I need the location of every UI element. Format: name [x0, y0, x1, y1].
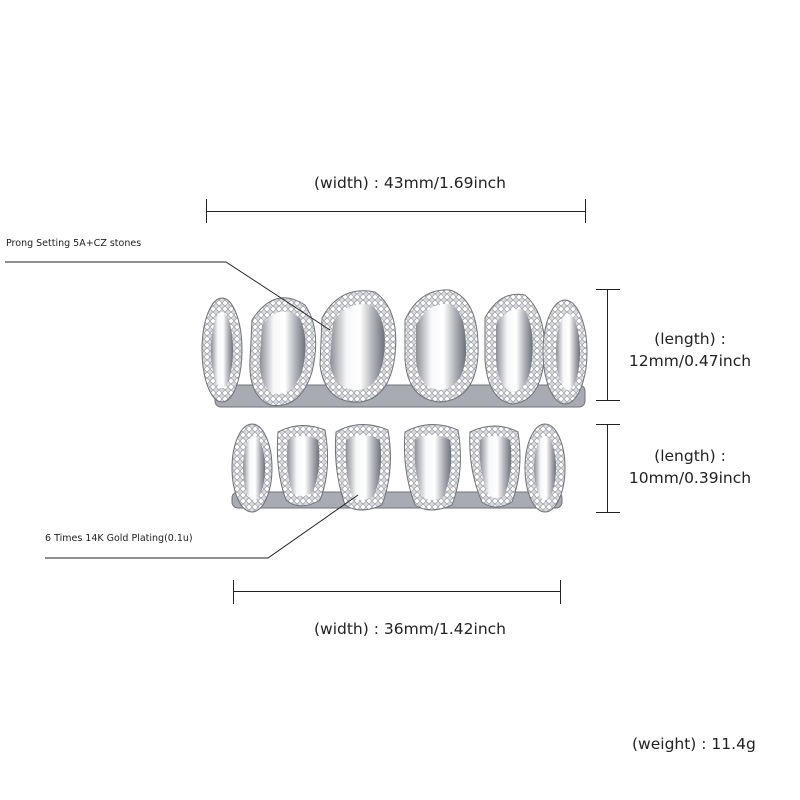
upper-tooth — [319, 290, 397, 403]
upper-tooth — [542, 299, 588, 405]
top-width-line — [206, 211, 586, 212]
lower-tooth — [334, 424, 391, 511]
lower-tooth — [231, 423, 273, 513]
bottom-width-cap-right — [560, 580, 561, 604]
lower-length-cap-bottom — [596, 512, 620, 513]
top-width-cap-left — [206, 199, 207, 223]
weight-label: (weight) : 11.4g — [632, 735, 756, 753]
prong-setting-leader — [5, 261, 331, 331]
upper-length-line — [607, 289, 608, 401]
upper-tooth — [249, 297, 317, 407]
top-width-label: (width) : 43mm/1.69inch — [313, 174, 507, 192]
bottom-width-label: (width) : 36mm/1.42inch — [313, 620, 507, 638]
gold-plating-callout: 6 Times 14K Gold Plating(0.1u) — [45, 533, 193, 544]
lower-tooth — [403, 424, 461, 511]
prong-setting-callout: Prong Setting 5A+CZ stones — [6, 238, 142, 249]
upper-length-cap-top — [596, 289, 620, 290]
lower-length-line — [607, 424, 608, 512]
upper-tooth — [404, 289, 479, 403]
upper-grill — [201, 289, 588, 408]
upper-tooth — [484, 293, 546, 405]
top-width-cap-right — [585, 199, 586, 223]
gold-plating-leader — [45, 494, 359, 559]
lower-tooth — [276, 425, 329, 507]
bottom-width-cap-left — [233, 580, 234, 604]
lower-length-label: (length) : — [654, 447, 726, 465]
upper-length-value: 12mm/0.47inch — [628, 352, 752, 370]
bottom-width-line — [233, 591, 561, 592]
upper-tooth — [201, 297, 243, 403]
lower-tooth — [524, 423, 566, 513]
upper-length-label: (length) : — [654, 330, 726, 348]
lower-tooth — [469, 425, 521, 508]
lower-length-cap-top — [596, 424, 620, 425]
upper-length-cap-bottom — [596, 400, 620, 401]
lower-length-value: 10mm/0.39inch — [628, 469, 752, 487]
lower-grill — [231, 423, 566, 513]
